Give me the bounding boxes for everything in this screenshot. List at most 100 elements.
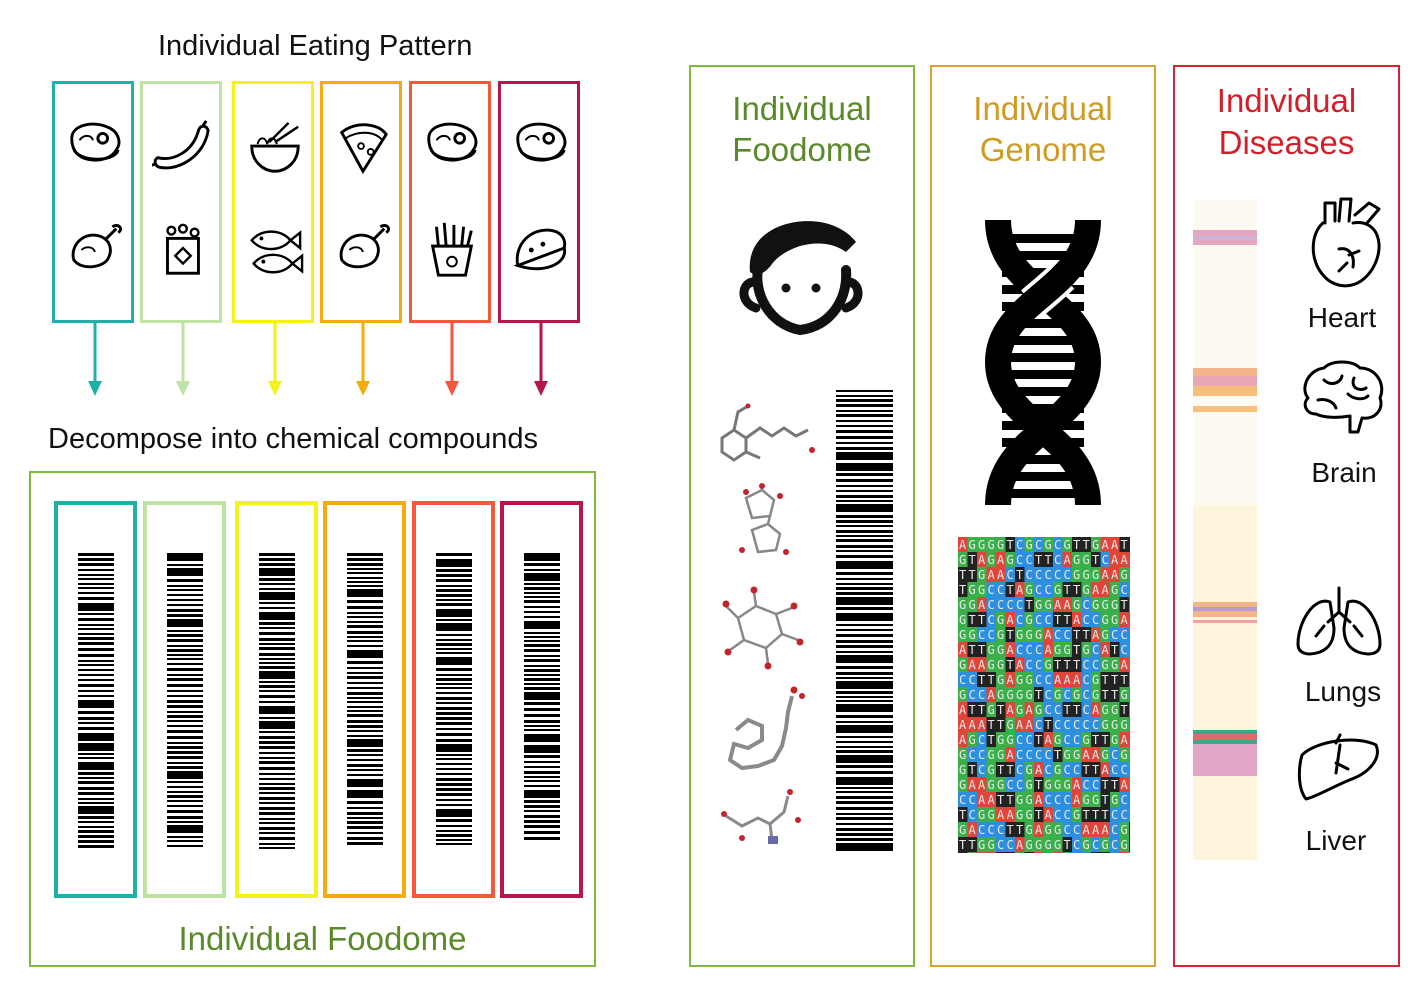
dna-rung xyxy=(1002,319,1084,328)
barcode-bar xyxy=(347,625,383,628)
sequence-letter: A xyxy=(1092,703,1100,717)
sequence-cell xyxy=(1129,792,1130,807)
barcode-bar xyxy=(78,753,114,755)
sequence-letter: T xyxy=(988,733,995,747)
sequence-cell xyxy=(1119,852,1129,853)
barcode-bar xyxy=(347,759,383,761)
sequence-letter: T xyxy=(997,793,1004,807)
sequence-letter: A xyxy=(997,568,1005,582)
sequence-letter: C xyxy=(1016,598,1023,612)
barcode-bar xyxy=(347,676,383,679)
sequence-cell xyxy=(1129,837,1130,852)
sequence-cell xyxy=(1034,777,1044,792)
barcode-bar xyxy=(167,564,203,566)
barcode-bar xyxy=(436,574,472,577)
barcode-bar xyxy=(259,695,295,698)
sequence-cell xyxy=(1043,582,1053,597)
barcode-bar xyxy=(167,771,203,779)
barcode-bar xyxy=(436,589,472,592)
sequence-letter: C xyxy=(1073,823,1080,837)
sequence-letter: G xyxy=(1121,838,1128,852)
sequence-letter: T xyxy=(988,718,995,732)
sequence-letter: C xyxy=(969,688,976,702)
sequence-letter: G xyxy=(1026,613,1033,627)
steak-icon xyxy=(516,122,567,162)
barcode-bar xyxy=(836,587,893,590)
sequence-letter: A xyxy=(997,553,1005,567)
barcode-bar xyxy=(259,717,295,719)
sequence-cell xyxy=(1053,777,1063,792)
sequence-letter: T xyxy=(1111,673,1118,687)
sequence-cell xyxy=(1081,807,1091,822)
sequence-cell xyxy=(1024,537,1034,552)
diseases-panel-title-line1: Individual xyxy=(1216,82,1357,119)
sequence-letter: A xyxy=(1121,733,1129,747)
barcode-bar xyxy=(167,705,203,708)
sequence-cell xyxy=(977,567,987,582)
barcode-bar xyxy=(78,574,114,576)
sequence-cell xyxy=(1062,777,1072,792)
sequence-cell xyxy=(1110,747,1120,762)
sequence-letter: C xyxy=(1007,778,1014,792)
sequence-cell xyxy=(1024,642,1034,657)
sequence-letter: C xyxy=(1016,778,1023,792)
sequence-letter: G xyxy=(1092,688,1099,702)
sequence-cell xyxy=(1100,612,1110,627)
sequence-letter: G xyxy=(1111,733,1118,747)
barcode-bar xyxy=(524,825,560,828)
barcode-bar xyxy=(836,807,893,810)
barcode-bar xyxy=(167,695,203,697)
sequence-cell xyxy=(1100,837,1110,852)
sequence-cell xyxy=(1005,627,1015,642)
sequence-cell xyxy=(986,597,996,612)
sequence-cell xyxy=(1034,822,1044,837)
barcode-bar xyxy=(78,781,114,784)
sequence-cell xyxy=(1034,552,1044,567)
sequence-cell xyxy=(958,717,968,732)
barcode-bar xyxy=(347,779,383,787)
sequence-letter: C xyxy=(1035,748,1042,762)
sequence-cell xyxy=(958,792,968,807)
barcode-bar xyxy=(259,767,295,770)
barcode-bar xyxy=(524,687,560,690)
sequence-cell xyxy=(1100,642,1110,657)
sequence-cell xyxy=(1062,642,1072,657)
sequence-cell xyxy=(1100,732,1110,747)
sequence-cell xyxy=(1100,807,1110,822)
barcode-bar xyxy=(347,650,383,658)
barcode-bar xyxy=(436,804,472,806)
liver-icon xyxy=(1297,733,1379,801)
barcode-bar xyxy=(167,634,203,637)
barcode-bar xyxy=(167,781,203,783)
sequence-cell xyxy=(1053,537,1063,552)
barcode-bar xyxy=(78,722,114,724)
sequence-letter: G xyxy=(1016,808,1023,822)
sequence-cell xyxy=(977,852,987,853)
compound-barcode xyxy=(78,553,114,848)
sequence-letter: A xyxy=(1092,823,1100,837)
sequence-cell xyxy=(1129,597,1130,612)
sequence-letter: A xyxy=(1064,553,1072,567)
sequence-cell xyxy=(967,717,977,732)
barcode-bar xyxy=(836,473,893,476)
sequence-cell xyxy=(1043,822,1053,837)
sequence-letter: G xyxy=(1102,598,1109,612)
barcode-bar xyxy=(524,800,560,803)
barcode-bar xyxy=(259,592,295,600)
sequence-letter: G xyxy=(1102,838,1109,852)
sequence-letter: G xyxy=(1083,793,1090,807)
sequence-letter: A xyxy=(1064,673,1072,687)
sequence-letter: C xyxy=(1007,838,1014,852)
sequence-cell xyxy=(1091,537,1101,552)
sequence-letter: C xyxy=(1026,733,1033,747)
sequence-letter: G xyxy=(1073,748,1080,762)
barcode-bar xyxy=(347,790,383,798)
sequence-cell xyxy=(1081,837,1091,852)
barcode-bar xyxy=(347,667,383,669)
sequence-cell xyxy=(1091,597,1101,612)
sequence-cell xyxy=(977,672,987,687)
sequence-letter: A xyxy=(1035,823,1043,837)
barcode-bar xyxy=(78,674,114,676)
sequence-cell xyxy=(977,657,987,672)
barcode-bar xyxy=(167,700,203,703)
